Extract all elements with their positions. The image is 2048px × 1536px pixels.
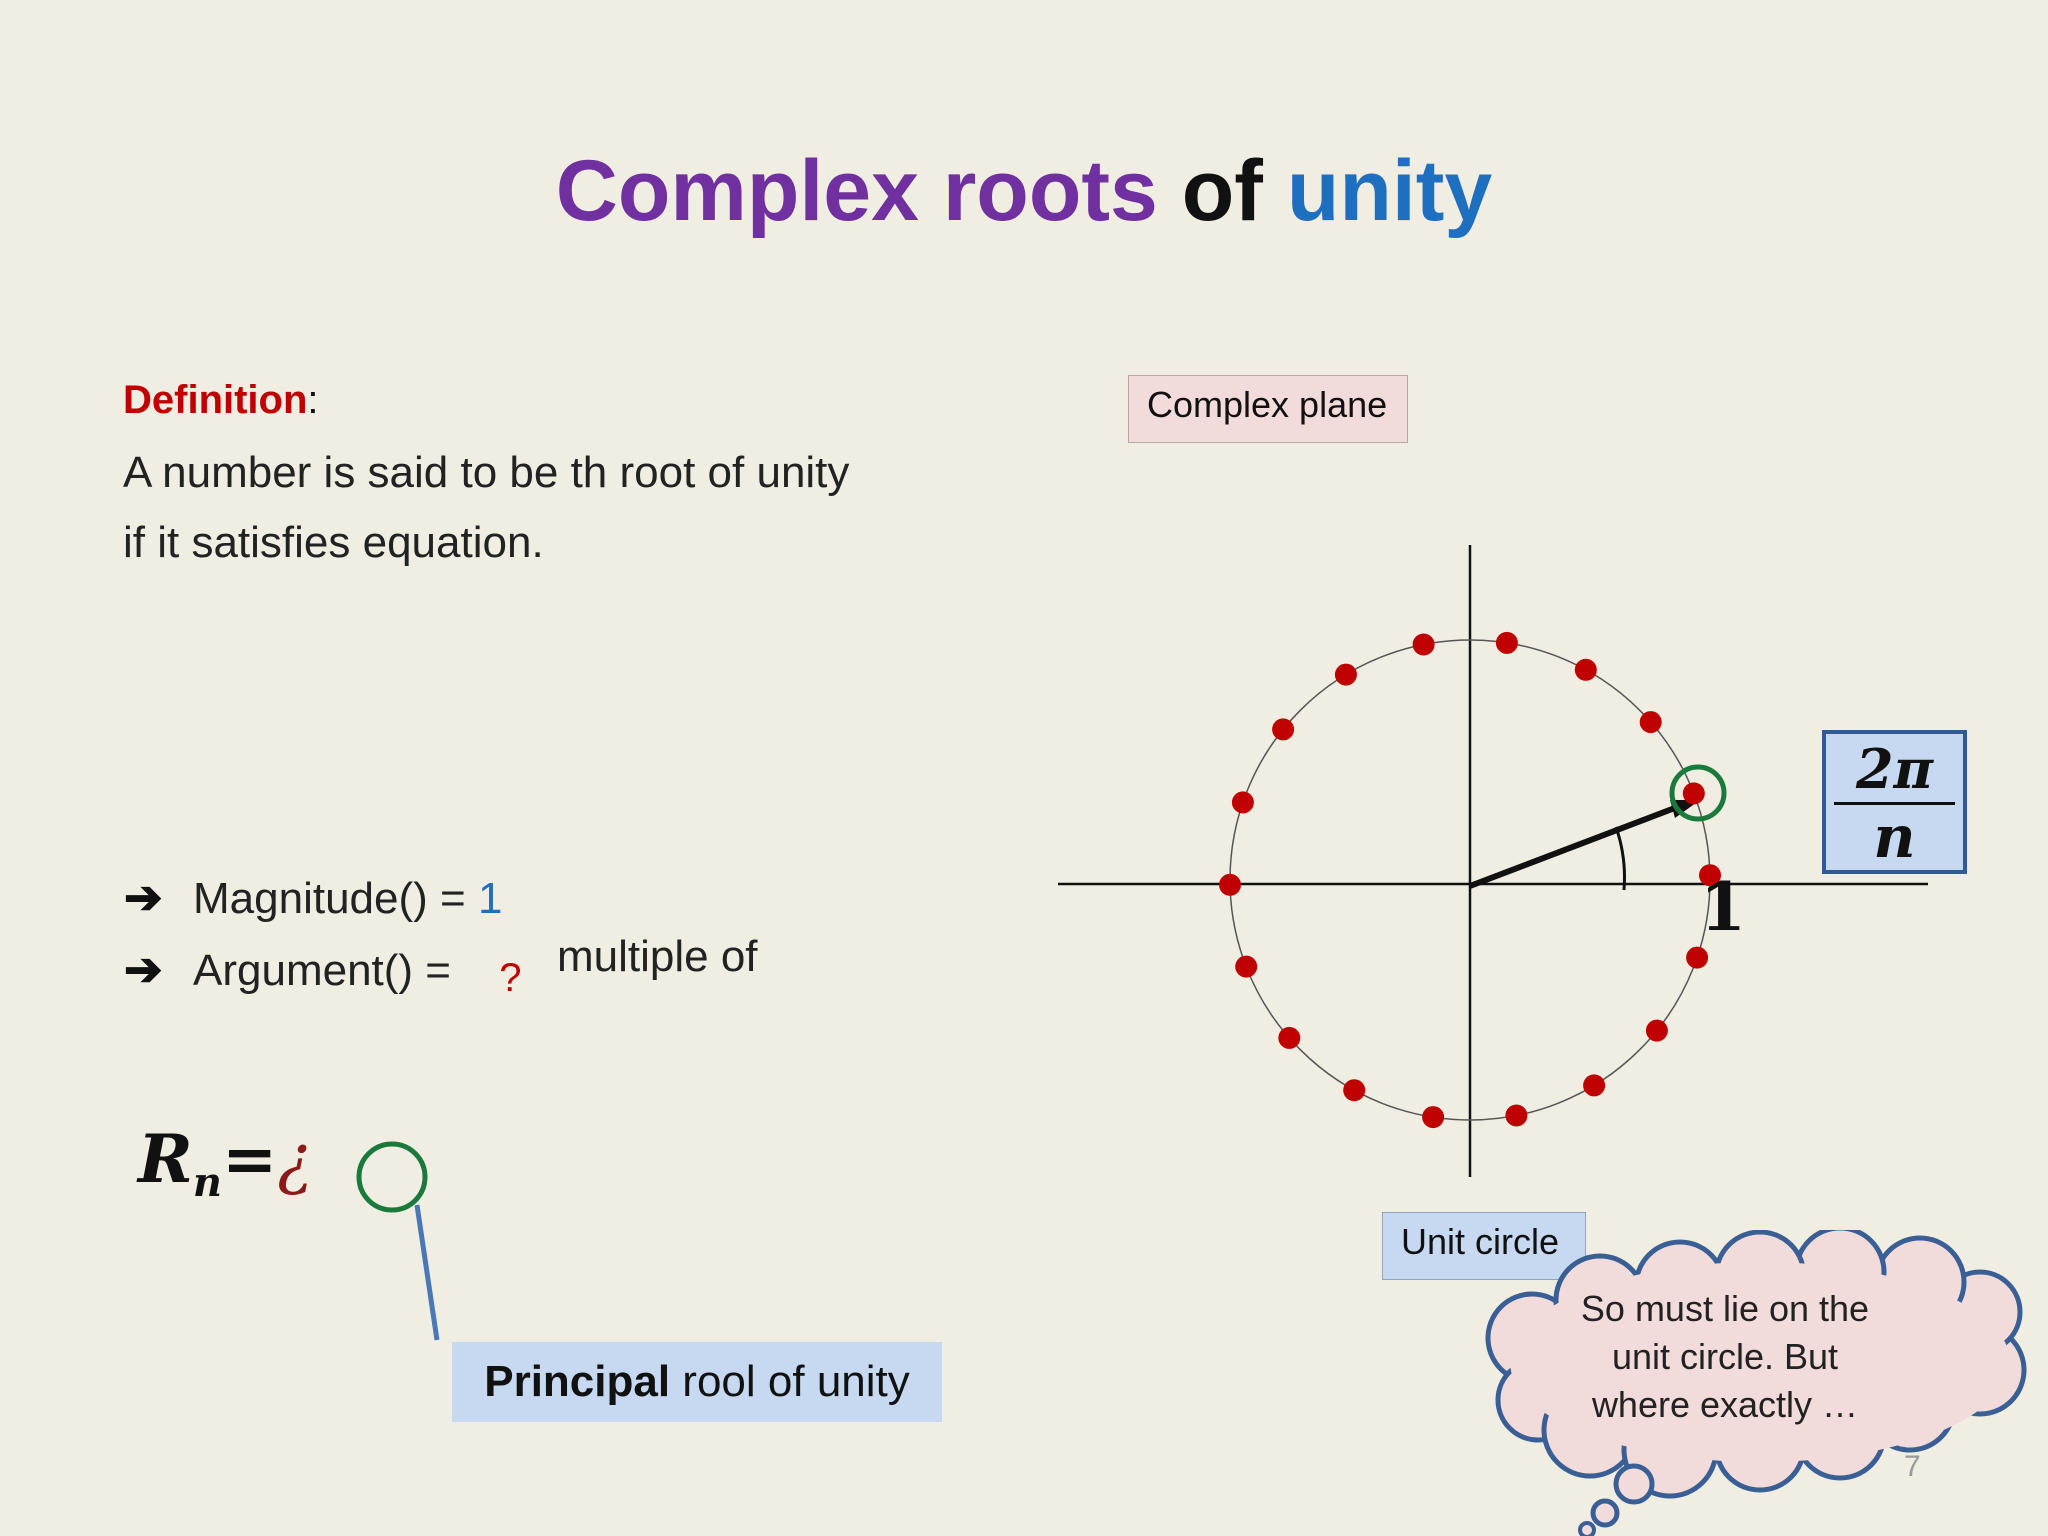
root-dot: [1334, 663, 1357, 686]
argument-question: ?: [499, 956, 522, 1000]
thought-bubble-small: [1578, 1521, 1596, 1536]
cloud-line-2: unit circle. But: [1611, 1336, 1839, 1377]
cloud-line-3: where exactly …: [1591, 1384, 1859, 1425]
root-dot: [1278, 1026, 1301, 1049]
unit-label-one: 1: [1700, 868, 1746, 946]
thought-bubble-medium: [1590, 1498, 1620, 1528]
formula-denominator: n: [1873, 803, 1916, 871]
principal-rest: rool of unity: [670, 1357, 910, 1406]
page-number: 7: [1904, 1450, 1921, 1483]
root-dot: [1682, 782, 1705, 805]
title-part-of: of: [1181, 143, 1263, 239]
root-dot: [1412, 633, 1435, 656]
rn-question: ¿: [277, 1121, 313, 1198]
root-dot: [1231, 791, 1254, 814]
root-dot: [1574, 658, 1597, 681]
unit-circle-label: Unit circle: [1382, 1212, 1586, 1280]
root-dot: [1645, 1019, 1668, 1042]
vector-arrowhead: [1670, 800, 1700, 818]
magnitude-value: 1: [477, 874, 503, 923]
magnitude-label: Magnitude() =: [193, 874, 478, 923]
bullet-magnitude: ➔ Magnitude() = 1: [124, 870, 502, 924]
root-dot: [1583, 1074, 1606, 1097]
title-part-unity: unity: [1286, 143, 1493, 239]
definition-line-2: if it satisfies equation.: [123, 518, 544, 567]
formula-numerator: 2π: [1855, 737, 1934, 801]
thought-cloud-text: So must lie on the unit circle. But wher…: [1560, 1285, 1890, 1429]
title-part-complex-roots: Complex roots: [555, 143, 1158, 239]
definition-line-1: A number is said to be th root of unity: [123, 448, 850, 497]
rn-equals: =: [221, 1120, 278, 1198]
principal-root-label: Principal rool of unity: [452, 1342, 942, 1422]
angle-arc: [1614, 826, 1626, 891]
principal-root-symbol-circle: [356, 1141, 428, 1213]
root-dot: [1235, 955, 1258, 978]
root-dot: [1422, 1106, 1445, 1129]
argument-suffix: multiple of: [557, 932, 758, 981]
slide-title: Complex roots of unity: [0, 140, 2048, 243]
root-dot: [1272, 718, 1295, 741]
arrow-icon: ➔: [124, 943, 163, 995]
definition-colon: :: [307, 378, 319, 422]
root-dot: [1495, 631, 1518, 654]
root-dot: [1686, 946, 1709, 969]
argument-label: Argument() =: [193, 946, 464, 995]
rn-base: R: [138, 1120, 193, 1198]
complex-plane-label: Complex plane: [1128, 375, 1408, 443]
root-dot: [1639, 711, 1662, 734]
definition-heading: Definition:: [123, 378, 319, 423]
thought-bubble-large: [1613, 1463, 1655, 1505]
callout-line: [414, 1204, 440, 1341]
angle-formula-box: 2π n: [1822, 730, 1967, 874]
principal-bold: Principal: [484, 1357, 671, 1406]
thought-cloud: [1485, 1230, 2027, 1536]
root-dot: [1505, 1104, 1528, 1127]
root-dot: [1219, 873, 1241, 896]
bullet-argument: ➔ Argument() = ?: [124, 942, 521, 1000]
arrow-icon: ➔: [124, 871, 163, 923]
definition-label: Definition: [123, 378, 308, 422]
principal-root-highlight: [1669, 764, 1727, 822]
fraction-bar: [1834, 802, 1955, 805]
principal-root-vector: [1468, 803, 1682, 889]
root-dots: [1219, 631, 1721, 1129]
root-dot: [1699, 864, 1721, 887]
root-dot: [1343, 1079, 1366, 1102]
rn-subscript: n: [192, 1159, 222, 1207]
rn-formula: Rn=¿: [138, 1120, 313, 1206]
cloud-line-1: So must lie on the: [1580, 1288, 1870, 1329]
